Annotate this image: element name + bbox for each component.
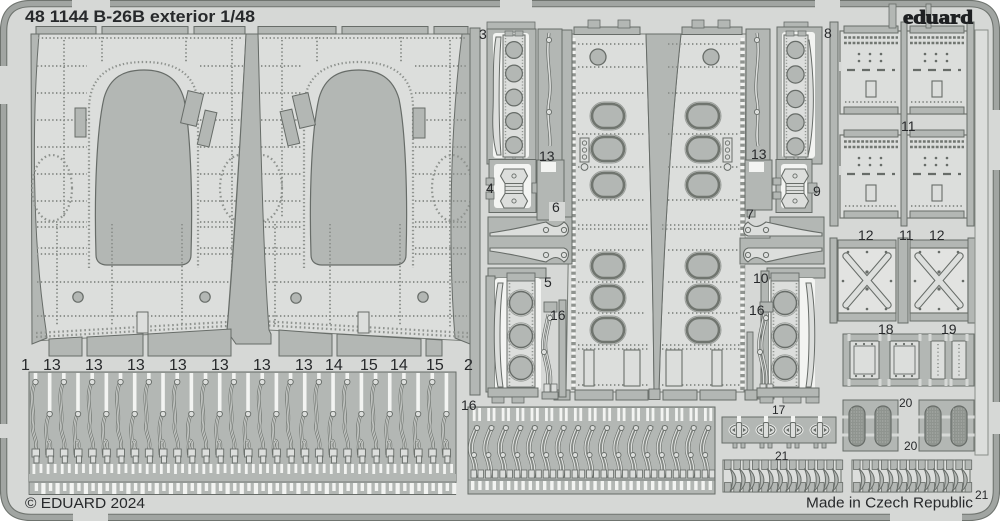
svg-text:13: 13 xyxy=(539,148,555,164)
svg-text:18: 18 xyxy=(878,321,894,337)
svg-text:12: 12 xyxy=(929,227,945,243)
svg-text:17: 17 xyxy=(772,403,786,417)
svg-text:13: 13 xyxy=(211,357,229,374)
svg-text:16: 16 xyxy=(749,302,765,318)
svg-text:11: 11 xyxy=(901,118,916,134)
svg-text:12: 12 xyxy=(858,227,874,243)
svg-text:5: 5 xyxy=(544,274,552,290)
svg-text:3: 3 xyxy=(479,26,487,42)
svg-text:10: 10 xyxy=(753,270,769,286)
svg-text:20: 20 xyxy=(899,396,913,410)
svg-text:20: 20 xyxy=(904,439,918,453)
svg-text:4: 4 xyxy=(486,180,494,196)
svg-text:1: 1 xyxy=(21,357,30,374)
svg-text:13: 13 xyxy=(295,357,313,374)
svg-text:© EDUARD 2024: © EDUARD 2024 xyxy=(25,496,145,512)
svg-text:14: 14 xyxy=(325,357,343,374)
svg-text:8: 8 xyxy=(824,25,832,41)
svg-text:13: 13 xyxy=(253,357,271,374)
svg-text:13: 13 xyxy=(127,357,145,374)
svg-text:48 1144 B-26B exterior 1/48: 48 1144 B-26B exterior 1/48 xyxy=(25,7,255,26)
svg-text:11: 11 xyxy=(899,227,914,243)
svg-text:2: 2 xyxy=(464,357,473,374)
svg-text:19: 19 xyxy=(941,321,957,337)
svg-text:16: 16 xyxy=(461,397,477,413)
svg-text:13: 13 xyxy=(751,146,767,162)
svg-text:21: 21 xyxy=(975,488,989,502)
svg-text:7: 7 xyxy=(746,206,754,222)
svg-text:16: 16 xyxy=(550,307,566,323)
svg-text:6: 6 xyxy=(552,199,560,215)
svg-text:13: 13 xyxy=(43,357,61,374)
svg-text:21: 21 xyxy=(775,449,789,463)
svg-text:14: 14 xyxy=(390,357,408,374)
svg-text:Made in Czech Republic: Made in Czech Republic xyxy=(806,495,974,512)
svg-text:15: 15 xyxy=(360,357,378,374)
svg-text:9: 9 xyxy=(813,183,821,199)
svg-text:13: 13 xyxy=(85,357,103,374)
svg-text:13: 13 xyxy=(169,357,187,374)
svg-text:15: 15 xyxy=(426,357,444,374)
svg-text:eduard: eduard xyxy=(903,8,974,29)
